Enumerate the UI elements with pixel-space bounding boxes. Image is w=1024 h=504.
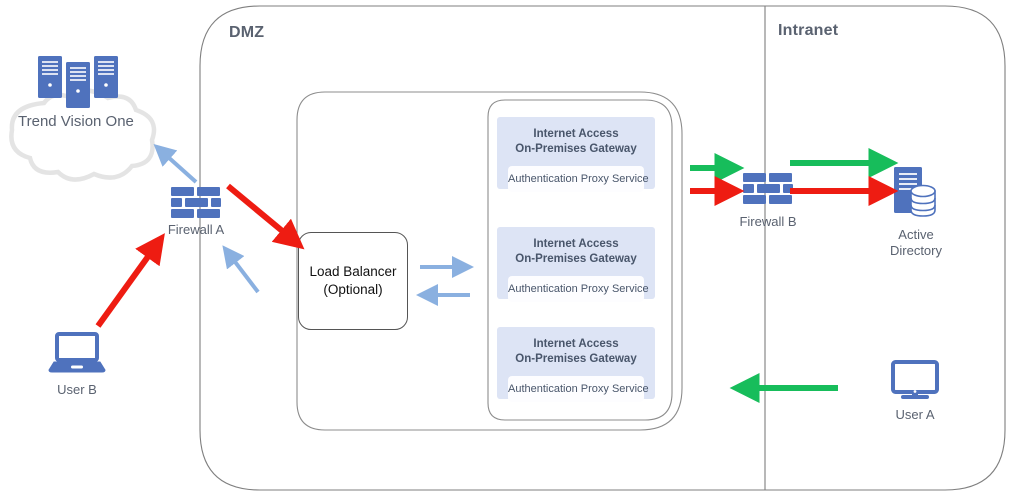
- gateway-card[interactable]: Internet Access On-Premises Gateway Auth…: [497, 327, 655, 402]
- firewall-b-label: Firewall B: [739, 214, 797, 229]
- firewall-a-label: Firewall A: [167, 222, 225, 237]
- load-balancer-label: Load Balancer (Optional): [309, 264, 397, 297]
- cloud-label: Trend Vision One: [18, 113, 134, 130]
- gateway-card[interactable]: Internet Access On-Premises Gateway Auth…: [497, 227, 655, 302]
- user-b-label: User B: [57, 382, 97, 397]
- arrow-user-b-to-firewall-a: [95, 233, 165, 328]
- zone-label-intranet: Intranet: [778, 22, 839, 39]
- gateway-card[interactable]: Internet Access On-Premises Gateway Auth…: [497, 117, 655, 192]
- gateway-title: Internet Access On-Premises Gateway: [515, 338, 637, 365]
- server-stack-icon: [38, 56, 118, 108]
- authentication-proxy-service-label: Authentication Proxy Service: [508, 166, 649, 192]
- authentication-proxy-service-label: Authentication Proxy Service: [508, 276, 649, 302]
- arrow-dmz-to-firewall-a: [222, 245, 260, 294]
- active-directory-icon[interactable]: [892, 165, 940, 219]
- firewall-brick-icon[interactable]: [170, 186, 222, 220]
- laptop-icon[interactable]: [48, 332, 106, 374]
- zone-label-dmz: DMZ: [229, 24, 265, 41]
- gateway-title: Internet Access On-Premises Gateway: [515, 238, 637, 265]
- arrow-firewall-a-to-cloud: [153, 143, 198, 184]
- desktop-monitor-icon[interactable]: [890, 360, 940, 402]
- firewall-brick-icon[interactable]: [742, 172, 794, 206]
- active-directory-label: Active Directory: [889, 227, 942, 258]
- gateway-title: Internet Access On-Premises Gateway: [515, 128, 637, 155]
- authentication-proxy-service-label: Authentication Proxy Service: [508, 376, 649, 402]
- user-a-label: User A: [895, 407, 935, 422]
- load-balancer-box[interactable]: Load Balancer (Optional): [298, 232, 408, 330]
